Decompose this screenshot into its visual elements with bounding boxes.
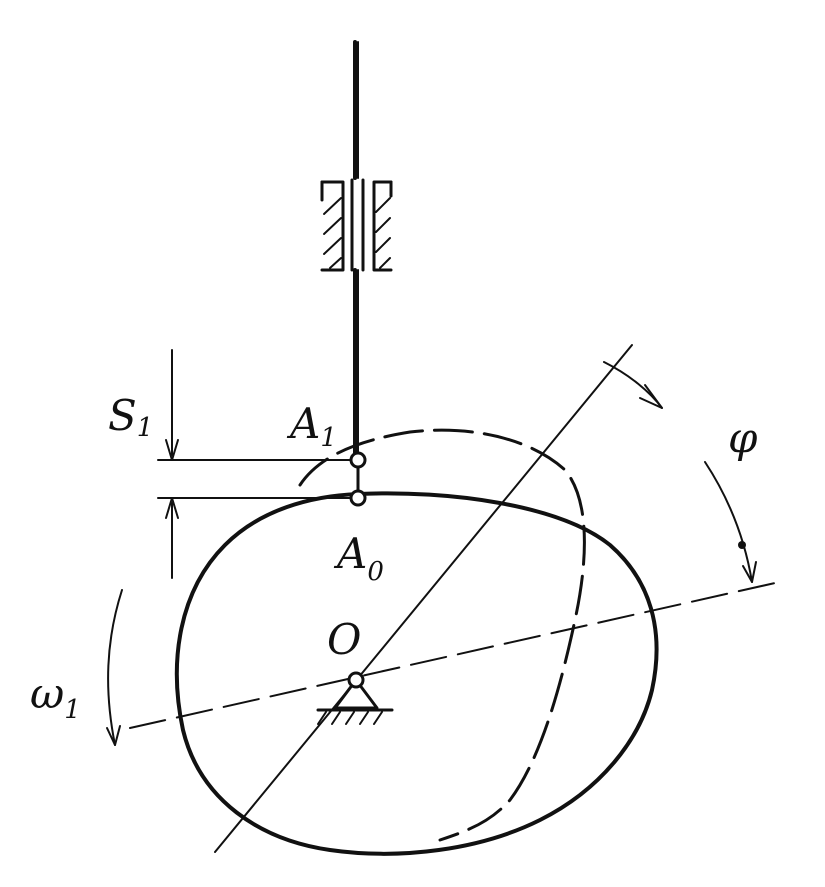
label-phi: φ (728, 413, 758, 462)
label-o: O (327, 615, 361, 664)
angular-velocity-arrow (106, 589, 123, 746)
cam-axes (129, 344, 776, 853)
cam-profile (174, 491, 659, 856)
displacement-dimension (157, 349, 359, 579)
point-a1-marker (349, 451, 367, 469)
rotation-angle-arc (603, 361, 757, 583)
rotated-cam-profile (298, 428, 586, 842)
follower-rod (353, 40, 360, 497)
point-a0-marker (349, 489, 367, 507)
label-omega1: ω1 (30, 669, 81, 725)
label-a0: A0 (333, 529, 384, 587)
label-a1: A1 (286, 399, 337, 453)
center-o-marker (347, 671, 365, 689)
label-s1: S1 (108, 391, 153, 443)
follower-guide (320, 178, 393, 272)
cam-pivot-support (316, 678, 394, 725)
